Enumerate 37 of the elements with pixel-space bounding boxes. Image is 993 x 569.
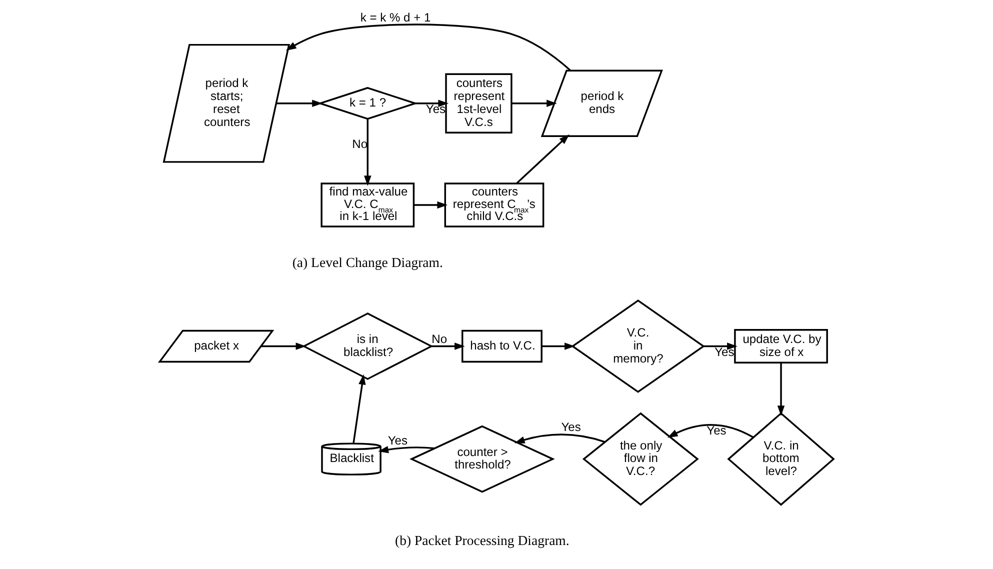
node-diamond: counter > threshold? [410, 425, 555, 493]
edge-label: No [352, 136, 368, 151]
arrow [514, 434, 606, 444]
edge-label: Yes [426, 102, 446, 116]
node-box: counters represent C$_{max}$’s child V.C.s [444, 182, 544, 228]
arrow [276, 100, 322, 107]
node-box: update V.C. by size of x [734, 329, 828, 364]
arrow [704, 342, 738, 350]
edge-label: No [432, 332, 448, 346]
node-box: counters represent 1st-level V.C.s [445, 73, 512, 134]
arrow [364, 118, 372, 186]
arrow [414, 201, 448, 209]
arrow [415, 100, 449, 107]
node-diamond: the only flow in V.C.? [582, 412, 699, 506]
arrow [777, 362, 785, 416]
arrow [512, 100, 557, 107]
arrow [542, 342, 575, 350]
edge-label: Yes [714, 344, 734, 359]
arrow [286, 24, 571, 72]
label: (a) Level Change Diagram. [292, 254, 443, 270]
node-box: find max-value V.C. C$_{max}$ in k-1 level [320, 182, 415, 228]
node-box: hash to V.C. [462, 330, 542, 363]
arrow [352, 374, 366, 444]
arrow [667, 424, 754, 438]
arrow [431, 342, 465, 350]
node-diamond: k = 1 ? [317, 86, 418, 120]
node-diamond: V.C. in memory? [571, 300, 706, 393]
edge-label: k = k % d + 1 [360, 10, 431, 24]
arrow [261, 342, 306, 350]
arrow [378, 446, 435, 454]
node-diamond: V.C. in bottom level? [727, 412, 835, 506]
edge-label: Yes [388, 433, 408, 448]
node-diamond: is in blacklist? [302, 312, 434, 380]
edge-label: Yes [706, 423, 726, 438]
label: (b) Packet Processing Diagram. [395, 533, 570, 548]
edge-label: Yes [561, 420, 581, 434]
arrow [516, 134, 570, 184]
